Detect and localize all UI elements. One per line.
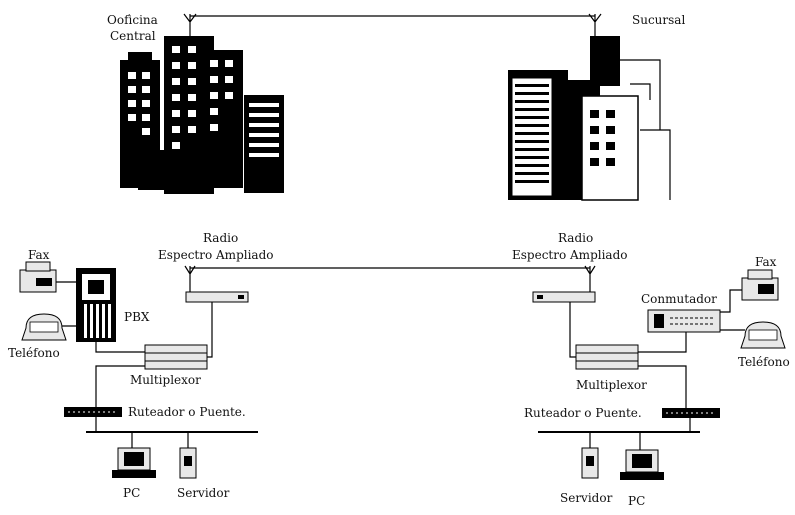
multiplexor-left-icon bbox=[144, 344, 208, 370]
pbx-label: PBX bbox=[124, 310, 150, 324]
switchboard-to-mux-line bbox=[638, 332, 687, 353]
antenna-icon bbox=[584, 265, 596, 293]
router-right-label: Ruteador o Puente. bbox=[524, 406, 642, 420]
radio-unit-right-icon bbox=[532, 291, 596, 303]
antenna-icon bbox=[184, 265, 196, 293]
mux-to-router-line bbox=[95, 365, 145, 412]
multiplexor-left-label: Multiplexor bbox=[130, 373, 201, 387]
radio-label-right-1: Radio bbox=[558, 231, 593, 245]
fax-right-icon bbox=[741, 269, 779, 301]
fax-left-icon bbox=[19, 261, 57, 293]
switchboard-connections bbox=[720, 289, 745, 331]
central-office-label-2: Central bbox=[110, 29, 156, 43]
branch-office-label: Sucursal bbox=[632, 13, 685, 27]
pc-left-label: PC bbox=[123, 486, 140, 500]
pbx-connections bbox=[56, 281, 76, 327]
router-left-label: Ruteador o Puente. bbox=[128, 405, 246, 419]
telephone-left-icon bbox=[21, 313, 67, 341]
radio-label-left-2: Espectro Ampliado bbox=[158, 248, 273, 262]
pbx-to-mux-line bbox=[95, 342, 145, 353]
switchboard-icon bbox=[647, 309, 721, 333]
antenna-icon bbox=[183, 13, 197, 36]
telephone-left-label: Teléfono bbox=[8, 346, 60, 360]
router-right-icon bbox=[662, 408, 720, 418]
pc-right-label: PC bbox=[628, 494, 645, 508]
fax-right-label: Fax bbox=[755, 255, 777, 269]
central-office-label-1: Oofìcina bbox=[107, 13, 158, 27]
telephone-right-label: Teléfono bbox=[738, 355, 790, 369]
multiplexor-right-label: Multiplexor bbox=[576, 378, 647, 392]
radio-unit-left-icon bbox=[185, 291, 249, 303]
router-left-icon bbox=[64, 407, 122, 417]
mux-to-router-line-right bbox=[638, 365, 687, 408]
switchboard-label: Conmutador bbox=[641, 292, 717, 306]
telephone-right-icon bbox=[740, 321, 786, 349]
server-right-label: Servidor bbox=[560, 491, 613, 505]
server-right-icon bbox=[581, 447, 599, 479]
mux-to-radio-line-right bbox=[569, 302, 576, 358]
server-left-icon bbox=[179, 447, 197, 479]
mux-to-radio-line bbox=[207, 302, 213, 358]
office-buildings-icon bbox=[120, 36, 284, 194]
radio-label-right-2: Espectro Ampliado bbox=[512, 248, 627, 262]
fax-left-label: Fax bbox=[28, 248, 50, 262]
pc-right-icon bbox=[620, 449, 664, 480]
pbx-icon bbox=[76, 268, 116, 342]
pc-left-icon bbox=[112, 447, 156, 478]
radio-label-left-1: Radio bbox=[203, 231, 238, 245]
multiplexor-right-icon bbox=[575, 344, 639, 370]
branch-buildings-icon bbox=[508, 36, 671, 201]
server-left-label: Servidor bbox=[177, 486, 230, 500]
antenna-icon bbox=[588, 13, 602, 36]
antenna-link-top bbox=[183, 13, 602, 36]
